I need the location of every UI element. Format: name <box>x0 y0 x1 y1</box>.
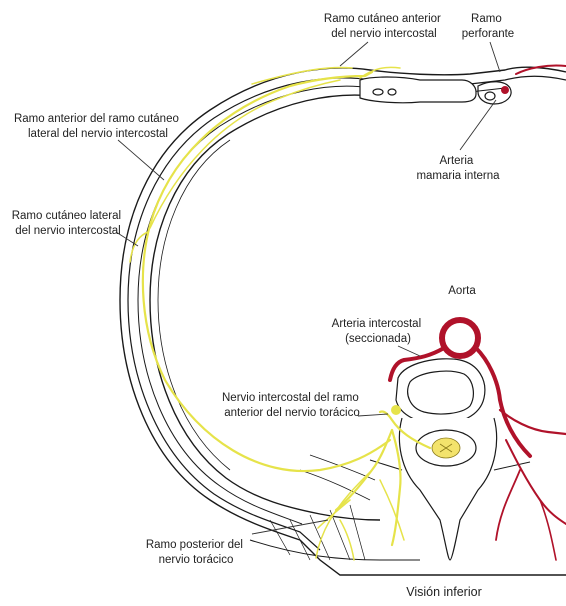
label-arteria-intercostal: Arteria intercostal (seccionada) <box>332 318 425 345</box>
internal-mammary-artery <box>501 86 509 94</box>
aorta-vessel <box>442 320 478 356</box>
label-nervio-intercostal: Nervio intercostal del ramo anterior del… <box>222 392 362 419</box>
label-aorta: Aorta <box>448 285 476 297</box>
label-arteria-mamaria: Arteria mamaria interna <box>416 155 500 182</box>
label-ramo-cutaneo-lateral: Ramo cutáneo lateral del nervio intercos… <box>12 210 125 237</box>
label-ramo-perforante: Ramo perforante <box>462 13 514 40</box>
label-ramo-anterior-lateral: Ramo anterior del ramo cutáneo lateral d… <box>14 113 182 140</box>
caption-vision-inferior: Visión inferior <box>406 585 482 599</box>
label-ramo-cutaneo-anterior: Ramo cutáneo anterior del nervio interco… <box>324 13 444 40</box>
label-ramo-posterior: Ramo posterior del nervio torácico <box>146 539 246 566</box>
